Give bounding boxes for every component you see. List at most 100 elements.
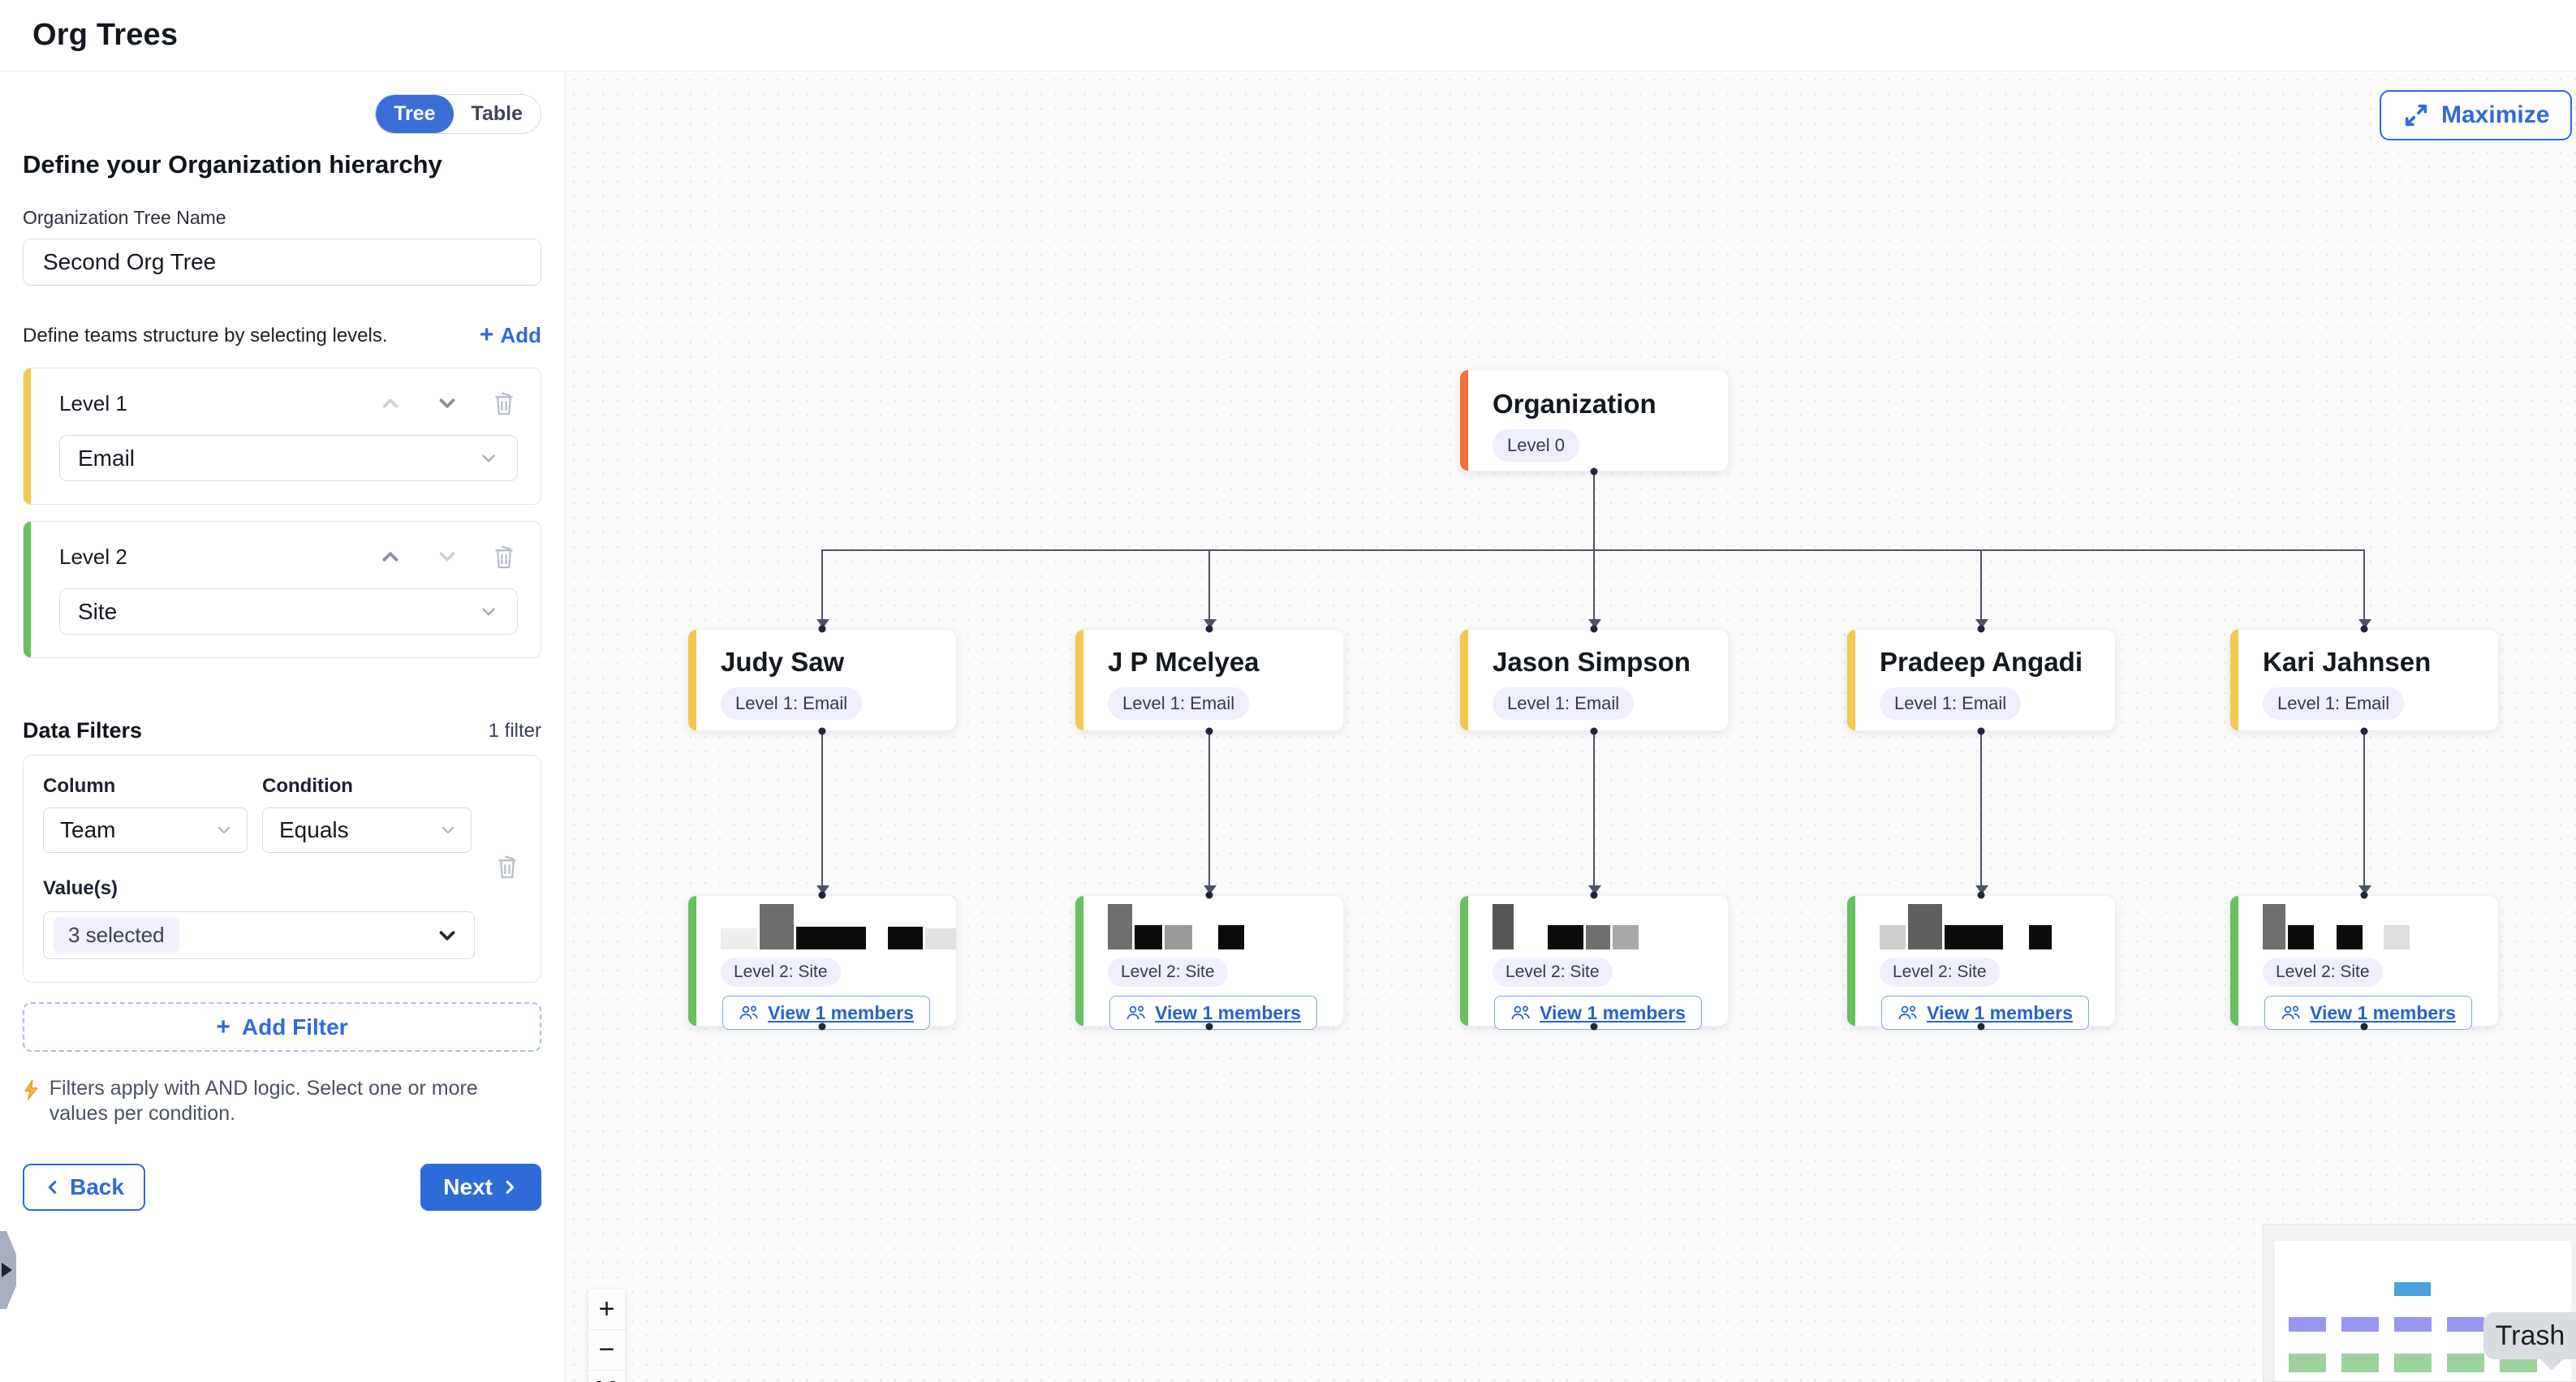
toggle-tree[interactable]: Tree — [376, 95, 454, 133]
values-select[interactable]: 3 selected — [43, 911, 475, 959]
arrowhead — [1975, 885, 1988, 894]
remove-filter-icon[interactable] — [494, 853, 520, 880]
level-badge: Level 1: Email — [2263, 687, 2405, 720]
level-badge: Level 1: Email — [1108, 687, 1250, 720]
column-select[interactable]: Team — [43, 807, 248, 853]
org-node-level2[interactable]: Level 2: Site View 1 members — [1459, 895, 1729, 1030]
edge — [2363, 549, 2365, 620]
arrowhead — [1204, 885, 1217, 894]
node-title: Judy Saw — [721, 647, 845, 677]
fit-view-button[interactable]: [ ] — [588, 1371, 625, 1382]
level-badge: Level 0 — [1493, 429, 1579, 462]
view-members-button[interactable]: View 1 members — [2264, 996, 2472, 1030]
org-node-level2[interactable]: Level 2: Site View 1 members — [1075, 895, 1344, 1030]
edge — [1208, 549, 1210, 620]
chevron-down-icon — [439, 930, 455, 941]
view-members-button[interactable]: View 1 members — [1881, 996, 2089, 1030]
connector-handle[interactable] — [818, 727, 826, 735]
move-up-icon[interactable] — [377, 543, 404, 570]
org-node-level2[interactable]: Level 2: Site View 1 members — [2229, 895, 2499, 1030]
connector-handle[interactable] — [2360, 891, 2368, 899]
connector-handle[interactable] — [1590, 727, 1598, 735]
connector-handle[interactable] — [1977, 1023, 1985, 1031]
connector-handle[interactable] — [2360, 727, 2368, 735]
connector-handle[interactable] — [1590, 891, 1598, 899]
edge — [821, 731, 823, 886]
move-down-icon[interactable] — [433, 543, 461, 570]
org-node-root[interactable]: Organization Level 0 — [1459, 369, 1729, 471]
minimap-level1-node — [2447, 1317, 2484, 1332]
node-title: J P Mcelyea — [1108, 647, 1260, 677]
minimap[interactable] — [2263, 1224, 2576, 1382]
redacted-title — [1493, 904, 1728, 949]
connector-handle[interactable] — [1977, 625, 1985, 633]
connector-handle[interactable] — [818, 891, 826, 899]
org-node-level2[interactable]: Level 2: Site View 1 members — [1846, 895, 2116, 1030]
tree-name-label: Organization Tree Name — [23, 207, 226, 228]
users-icon — [1511, 1005, 1530, 1020]
trash-icon[interactable] — [490, 543, 518, 570]
connector-handle[interactable] — [1590, 625, 1598, 633]
page-title: Org Trees — [32, 18, 179, 52]
node-title: Pradeep Angadi — [1880, 647, 2083, 677]
add-level-button[interactable]: Add — [480, 323, 541, 348]
connector-handle[interactable] — [2360, 625, 2368, 633]
users-icon — [739, 1005, 758, 1020]
org-chart-canvas[interactable]: Maximize Organization Level 0 — [566, 72, 2576, 1382]
node-title: Kari Jahnsen — [2263, 647, 2432, 677]
zoom-in-button[interactable]: + — [588, 1289, 625, 1330]
column-label: Column — [43, 775, 116, 797]
org-node-level1[interactable]: Kari Jahnsen Level 1: Email — [2229, 629, 2499, 731]
view-members-button[interactable]: View 1 members — [1109, 996, 1317, 1030]
view-members-button[interactable]: View 1 members — [722, 996, 930, 1030]
maximize-button[interactable]: Maximize — [2380, 90, 2573, 140]
trash-tooltip: Trash — [2483, 1312, 2576, 1359]
org-node-level1[interactable]: J P Mcelyea Level 1: Email — [1075, 629, 1344, 731]
toggle-table[interactable]: Table — [471, 102, 523, 125]
next-button[interactable]: Next — [420, 1164, 541, 1211]
connector-handle[interactable] — [1590, 467, 1598, 476]
connector-handle[interactable] — [1977, 891, 1985, 899]
back-button[interactable]: Back — [23, 1164, 145, 1211]
org-node-level1[interactable]: Pradeep Angadi Level 1: Email — [1846, 629, 2116, 731]
connector-handle[interactable] — [1205, 1023, 1213, 1031]
level2-select[interactable]: Site — [59, 588, 518, 635]
condition-select[interactable]: Equals — [262, 807, 472, 853]
tree-name-input[interactable] — [23, 239, 541, 286]
edge — [1208, 731, 1210, 886]
move-down-icon[interactable] — [433, 390, 461, 417]
node-title: Jason Simpson — [1493, 647, 1691, 677]
move-up-icon[interactable] — [377, 390, 404, 417]
plus-icon — [480, 323, 494, 348]
level-badge: Level 2: Site — [1880, 958, 2000, 987]
connector-handle[interactable] — [2360, 1023, 2368, 1031]
level2-label: Level 2 — [59, 544, 127, 569]
level0-accent-bar — [1460, 370, 1468, 471]
trash-icon[interactable] — [490, 390, 518, 417]
connector-handle[interactable] — [1205, 625, 1213, 633]
connector-handle[interactable] — [1205, 727, 1213, 735]
add-filter-button[interactable]: Add Filter — [23, 1002, 541, 1052]
chevron-right-icon — [506, 1181, 515, 1194]
org-node-level2[interactable]: Level 2: Site View 1 members — [687, 895, 957, 1030]
connector-handle[interactable] — [1205, 891, 1213, 899]
sidebar-expand-handle[interactable] — [0, 1231, 16, 1309]
minimap-level1-node — [2394, 1317, 2432, 1332]
edge — [1593, 471, 1595, 549]
connector-handle[interactable] — [818, 1023, 826, 1031]
view-members-button[interactable]: View 1 members — [1494, 996, 1702, 1030]
connector-handle[interactable] — [1590, 1023, 1598, 1031]
connector-handle[interactable] — [1977, 727, 1985, 735]
lightning-icon — [24, 1079, 38, 1100]
level1-select[interactable]: Email — [59, 435, 518, 481]
arrowhead — [1204, 619, 1217, 628]
zoom-out-button[interactable]: − — [588, 1330, 625, 1371]
org-node-level1[interactable]: Judy Saw Level 1: Email — [687, 629, 957, 731]
node-title: Organization — [1493, 389, 1656, 419]
org-node-level1[interactable]: Jason Simpson Level 1: Email — [1459, 629, 1729, 731]
connector-handle[interactable] — [818, 625, 826, 633]
chevron-down-icon — [478, 601, 499, 622]
canvas-zoom-controls: + − [ ] — [588, 1289, 625, 1382]
level-badge: Level 2: Site — [2263, 958, 2383, 987]
